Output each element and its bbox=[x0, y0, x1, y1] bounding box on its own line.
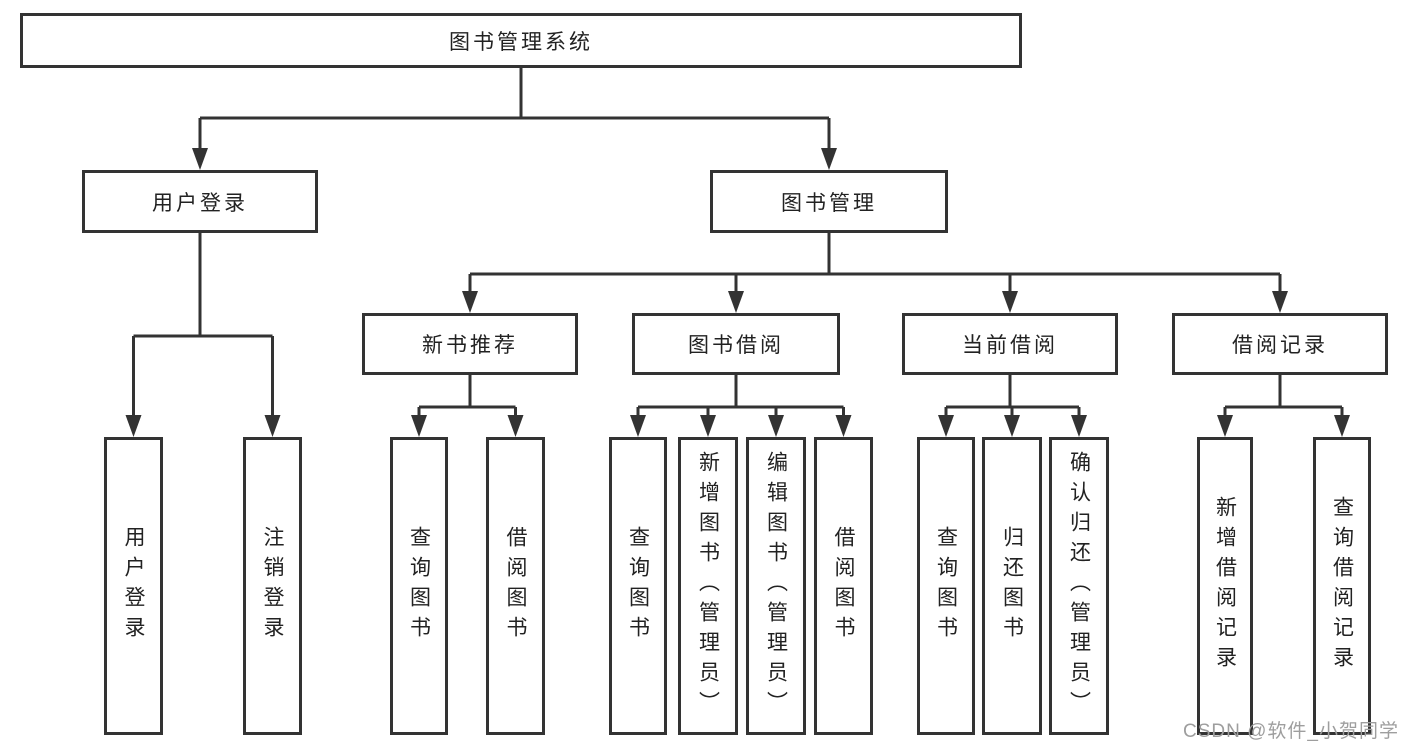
leaf-confirm-return-admin-label: 确认归还（管理员） bbox=[1067, 451, 1091, 721]
leaf-query-books-current-label: 查询图书 bbox=[934, 526, 958, 646]
leaf-user-login: 用户登录 bbox=[104, 437, 163, 735]
leaf-return-books: 归还图书 bbox=[982, 437, 1042, 735]
node-borrow-records: 借阅记录 bbox=[1172, 313, 1388, 375]
leaf-query-books-recommend: 查询图书 bbox=[390, 437, 448, 735]
node-root-system: 图书管理系统 bbox=[20, 13, 1022, 68]
node-user-login-label: 用户登录 bbox=[152, 191, 248, 215]
leaf-add-borrow-record-label: 新增借阅记录 bbox=[1213, 496, 1237, 676]
node-book-management-label: 图书管理 bbox=[781, 191, 877, 215]
leaf-query-books-recommend-label: 查询图书 bbox=[407, 526, 431, 646]
node-new-book-recommend: 新书推荐 bbox=[362, 313, 578, 375]
leaf-query-books-current: 查询图书 bbox=[917, 437, 975, 735]
node-current-borrow-label: 当前借阅 bbox=[962, 334, 1058, 357]
node-root-label: 图书管理系统 bbox=[449, 30, 593, 54]
leaf-logout: 注销登录 bbox=[243, 437, 302, 735]
leaf-return-books-label: 归还图书 bbox=[1000, 526, 1024, 646]
leaf-logout-label: 注销登录 bbox=[261, 526, 284, 646]
leaf-query-books-borrow-label: 查询图书 bbox=[626, 526, 650, 646]
leaf-add-books-admin-label: 新增图书（管理员） bbox=[696, 451, 720, 721]
leaf-borrow-books-borrow: 借阅图书 bbox=[814, 437, 873, 735]
leaf-query-borrow-record: 查询借阅记录 bbox=[1313, 437, 1371, 735]
node-new-book-recommend-label: 新书推荐 bbox=[422, 334, 518, 357]
leaf-borrow-books-borrow-label: 借阅图书 bbox=[832, 526, 855, 646]
watermark-text: CSDN @软件_小贺同学 bbox=[1183, 721, 1399, 742]
leaf-add-borrow-record: 新增借阅记录 bbox=[1197, 437, 1253, 735]
leaf-edit-books-admin-label: 编辑图书（管理员） bbox=[764, 451, 788, 721]
node-book-borrow: 图书借阅 bbox=[632, 313, 840, 375]
leaf-borrow-books-recommend-label: 借阅图书 bbox=[504, 526, 527, 646]
leaf-borrow-books-recommend: 借阅图书 bbox=[486, 437, 545, 735]
node-borrow-records-label: 借阅记录 bbox=[1232, 334, 1328, 357]
arrowhead-icons bbox=[125, 148, 1350, 437]
leaf-query-books-borrow: 查询图书 bbox=[609, 437, 667, 735]
leaf-confirm-return-admin: 确认归还（管理员） bbox=[1049, 437, 1109, 735]
node-current-borrow: 当前借阅 bbox=[902, 313, 1118, 375]
leaf-user-login-label: 用户登录 bbox=[122, 526, 145, 646]
node-user-login: 用户登录 bbox=[82, 170, 318, 233]
leaf-add-books-admin: 新增图书（管理员） bbox=[678, 437, 738, 735]
node-book-management: 图书管理 bbox=[710, 170, 948, 233]
leaf-edit-books-admin: 编辑图书（管理员） bbox=[746, 437, 806, 735]
leaf-query-borrow-record-label: 查询借阅记录 bbox=[1330, 496, 1354, 676]
node-book-borrow-label: 图书借阅 bbox=[688, 334, 784, 357]
